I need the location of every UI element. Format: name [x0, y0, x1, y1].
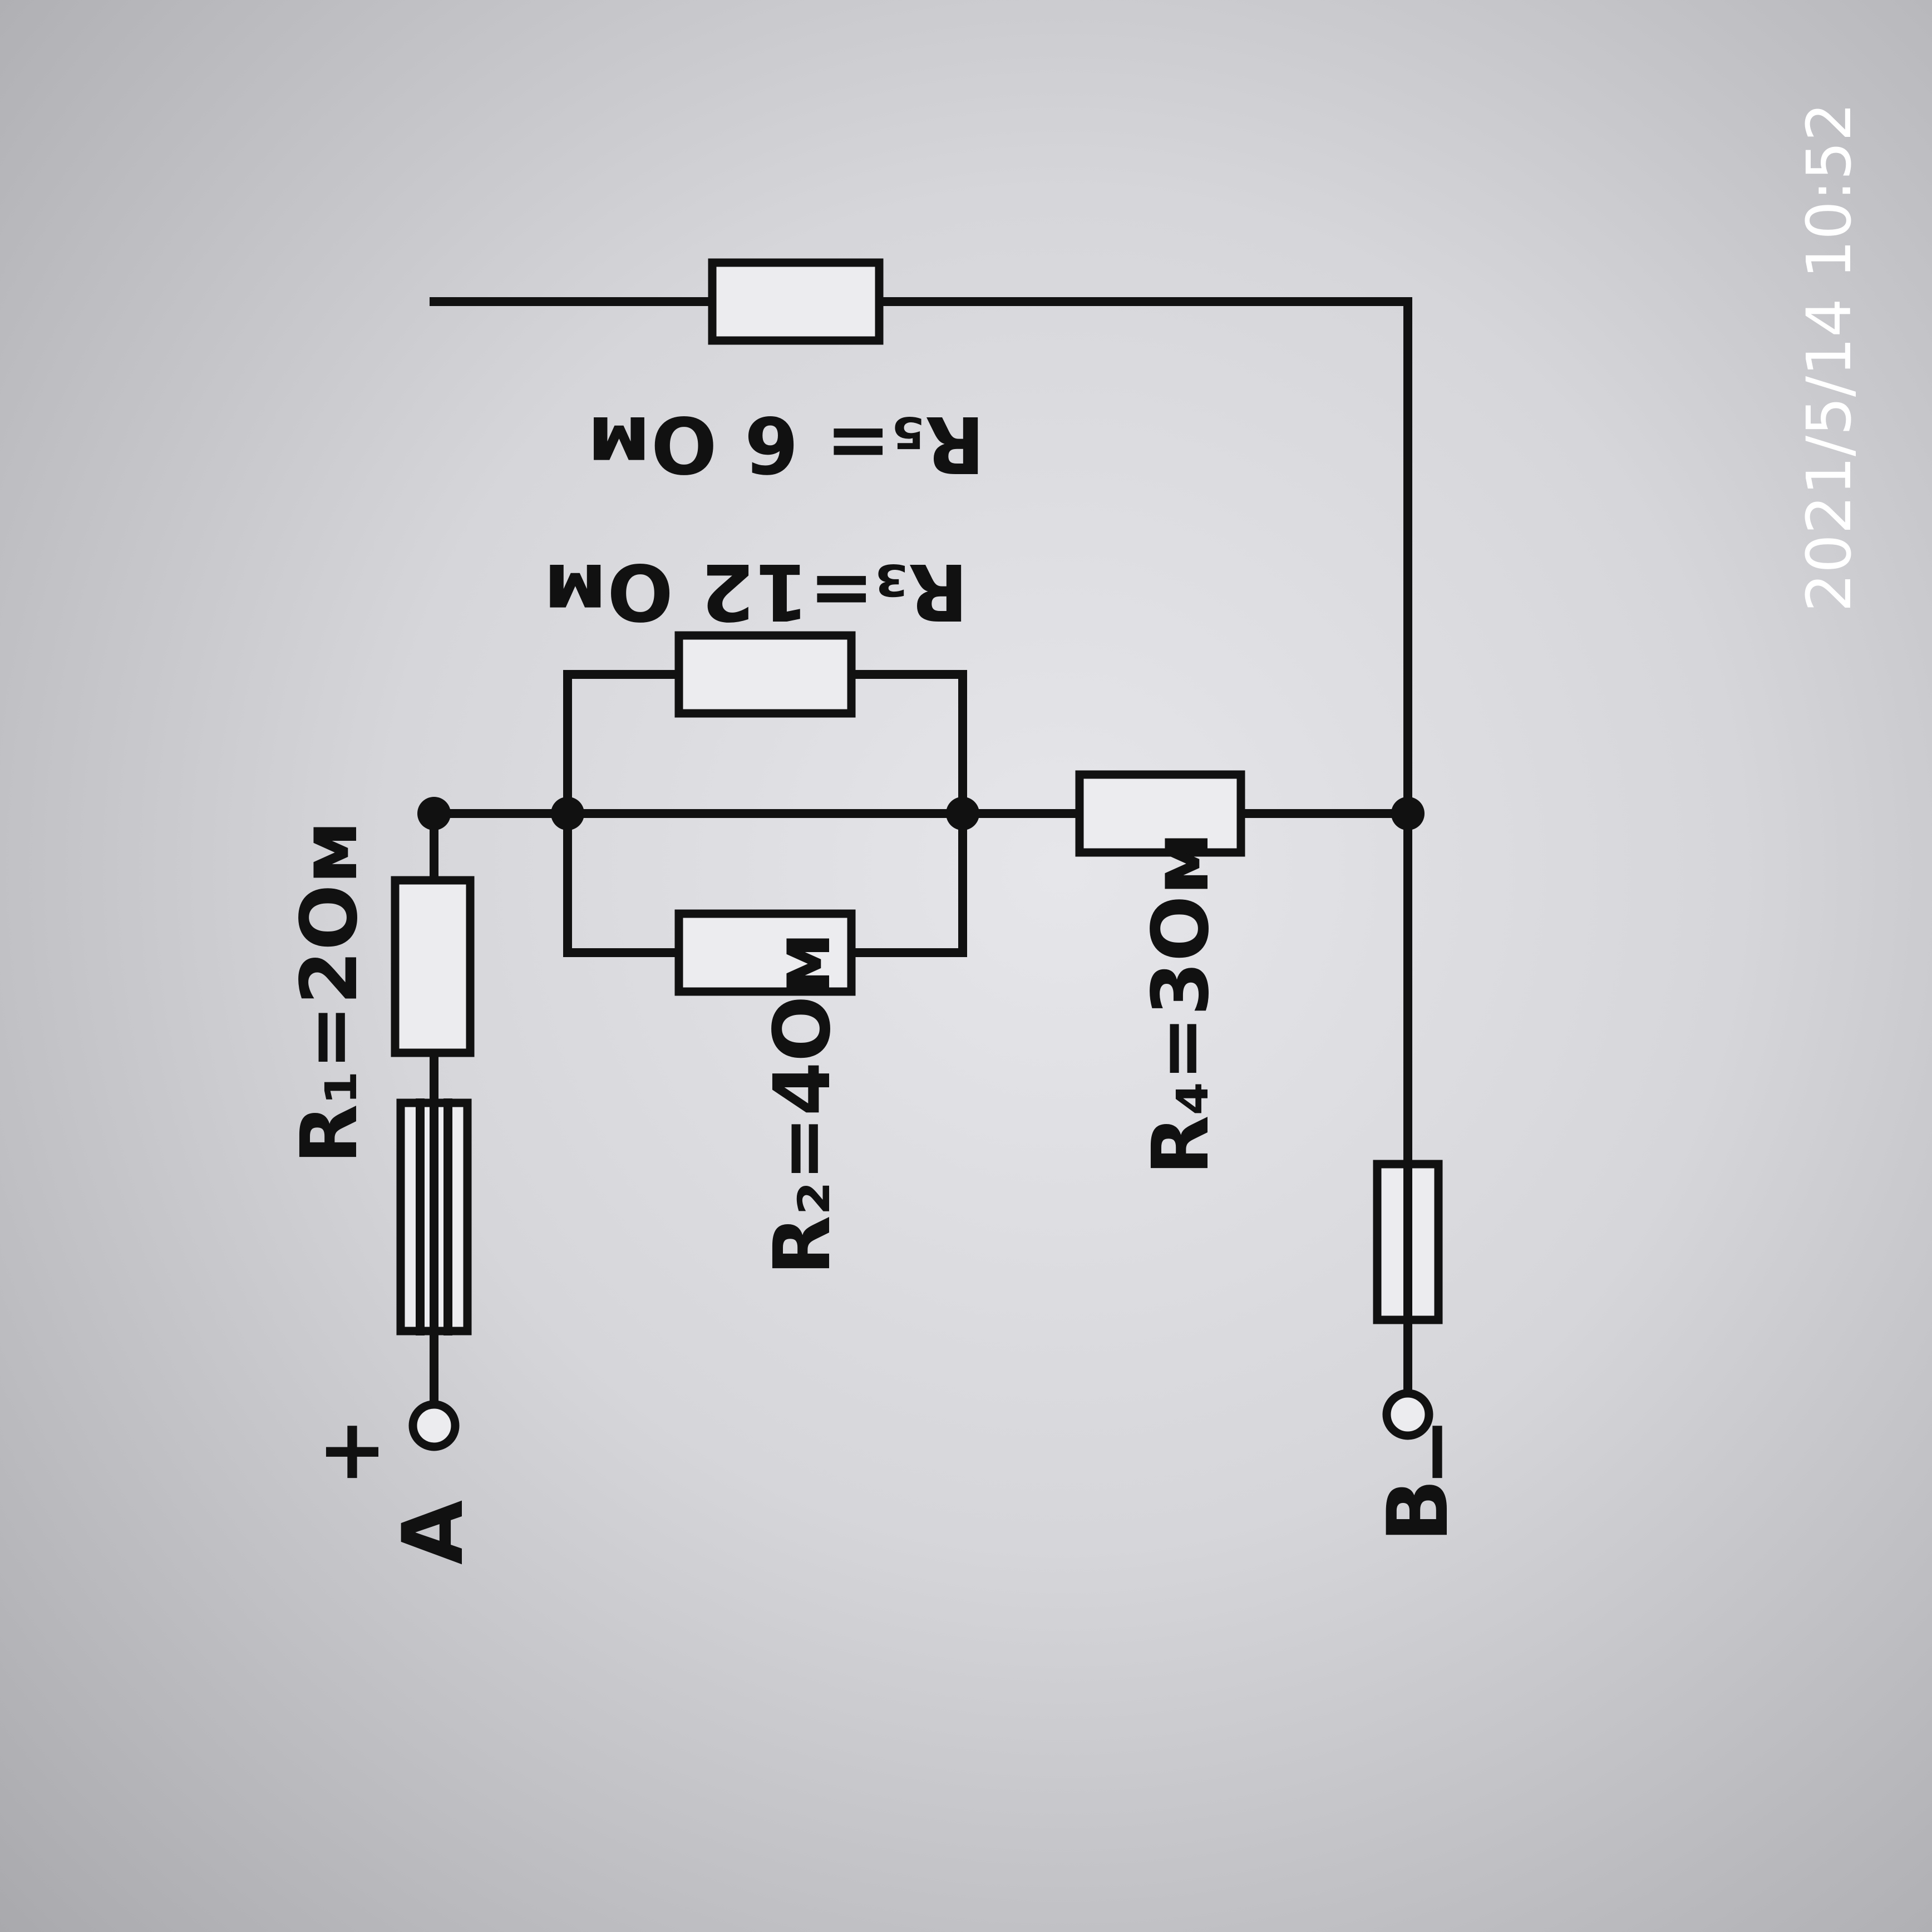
node-right: [1391, 797, 1425, 830]
photo-timestamp: 2021/5/14 10:52: [1793, 102, 1865, 612]
terminal-b-label: B: [1370, 1479, 1467, 1542]
resistor-r4: [1075, 770, 1245, 857]
resistor-r5-label: R₅= 6 Ом: [587, 398, 985, 489]
resistor-r3: [674, 631, 856, 718]
node-split-out: [946, 797, 979, 830]
resistor-r1: [391, 876, 475, 1057]
node-left: [417, 797, 451, 830]
terminal-a: [408, 1400, 460, 1451]
resistor-r4-label: R₄=3Ом: [1136, 832, 1226, 1175]
terminal-b-sign: −: [1387, 1417, 1483, 1487]
resistor-r1-label: R₁=2Ом: [284, 821, 375, 1164]
resistor-r2: [674, 909, 856, 996]
node-split-in: [551, 797, 584, 830]
terminal-a-sign: +: [302, 1417, 398, 1487]
terminal-a-label: A: [385, 1500, 482, 1565]
circuit-schematic: A + B − R₁=2Ом R₂=4Ом R₄=3Ом: [284, 258, 1483, 1565]
resistor-r2-label: R₂=4Ом: [757, 932, 848, 1275]
fuse-a: [396, 1098, 472, 1335]
resistor-r3-label: R₃=12 Ом: [544, 546, 968, 637]
resistor-r5: [708, 258, 884, 345]
fuse-b: [1373, 1160, 1443, 1324]
terminal-b: [1382, 1389, 1433, 1440]
